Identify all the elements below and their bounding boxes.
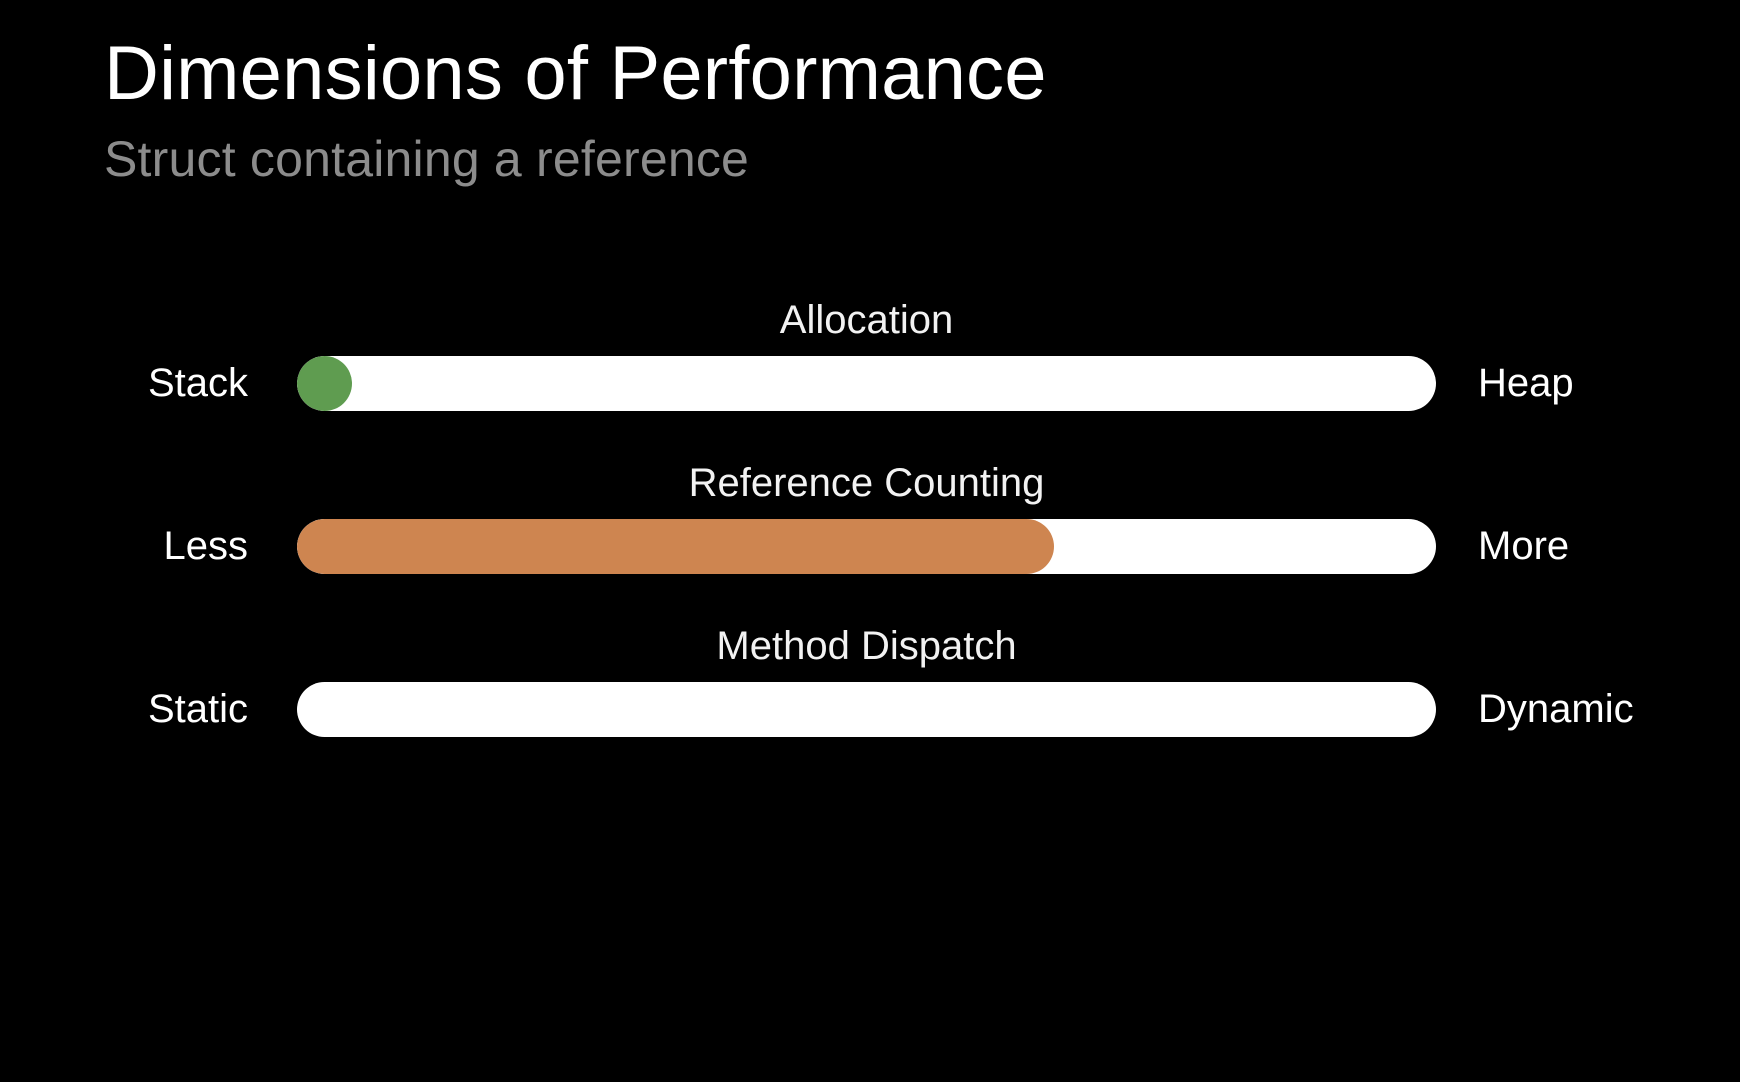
dimension-left-label-method-dispatch: Static xyxy=(147,687,248,731)
dimension-caption-allocation: Allocation xyxy=(779,298,954,342)
dimension-slider-allocation[interactable] xyxy=(297,356,1436,411)
dimension-right-label-method-dispatch: Dynamic xyxy=(1478,687,1634,731)
slide-heading: Dimensions of Performance Struct contain… xyxy=(104,31,1047,187)
page-title: Dimensions of Performance xyxy=(104,31,1047,116)
dimension-fill-allocation xyxy=(297,356,352,411)
dimension-row-method-dispatch: Method Dispatch Static Dynamic xyxy=(0,626,1740,789)
dimension-slider-group: Allocation Stack Heap Reference Counting… xyxy=(0,300,1740,789)
dimension-right-label-reference-counting: More xyxy=(1478,524,1570,568)
dimension-row-allocation: Allocation Stack Heap xyxy=(0,300,1740,463)
dimension-fill-reference-counting xyxy=(297,519,1055,574)
dimension-slider-method-dispatch[interactable] xyxy=(297,682,1436,737)
dimension-row-reference-counting: Reference Counting Less More xyxy=(0,463,1740,626)
dimension-left-label-allocation: Stack xyxy=(147,361,248,405)
page-subtitle: Struct containing a reference xyxy=(104,131,750,187)
dimension-caption-reference-counting: Reference Counting xyxy=(688,461,1045,505)
dimension-right-label-allocation: Heap xyxy=(1478,361,1574,405)
dimension-slider-reference-counting[interactable] xyxy=(297,519,1436,574)
dimension-caption-method-dispatch: Method Dispatch xyxy=(716,624,1017,668)
dimension-left-label-reference-counting: Less xyxy=(163,524,249,568)
